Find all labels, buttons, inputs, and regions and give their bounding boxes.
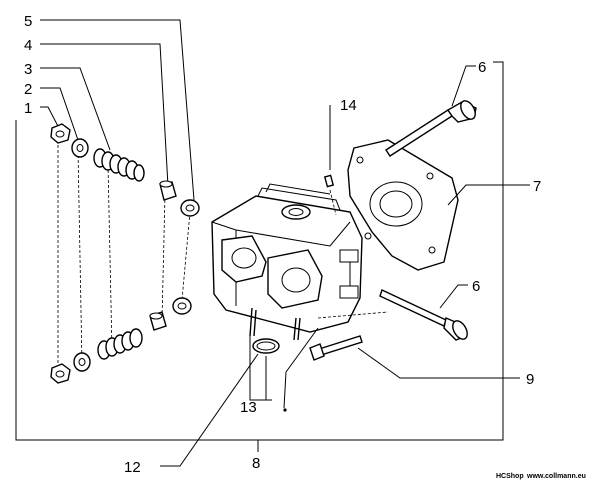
- axis-lines: [57, 140, 191, 375]
- dowel-pin: [323, 174, 337, 216]
- callout-2: 2: [24, 81, 32, 98]
- valve-upper: [385, 100, 477, 157]
- callout-5: 5: [24, 13, 32, 30]
- callout-6-lower: 6: [472, 278, 480, 295]
- valve-seal-bottom: [149, 311, 167, 331]
- o-ring: [252, 338, 280, 354]
- valve-cotter-top: [50, 123, 71, 144]
- valve-cotter-bottom: [50, 363, 71, 384]
- callout-12: 12: [124, 459, 141, 476]
- valve-spring-top: [93, 148, 145, 182]
- callout-8: 8: [252, 455, 260, 472]
- valve-seal-top: [159, 180, 177, 201]
- callout-7: 7: [533, 178, 541, 195]
- valve-spring-bottom: [97, 328, 143, 360]
- shop-watermark: HCShop www.collmann.eu: [496, 473, 586, 480]
- watermark-site: www.collmann.eu: [526, 473, 586, 480]
- callout-9: 9: [526, 371, 534, 388]
- spring-seat-top: [180, 199, 200, 217]
- spring-retainer-top: [71, 138, 89, 158]
- leader-lines-right: [160, 65, 530, 467]
- callout-13: 13: [240, 399, 257, 416]
- spring-seat-bottom: [172, 297, 192, 315]
- cylinder-head: [211, 183, 389, 341]
- callout-4: 4: [24, 37, 32, 54]
- callout-1: 1: [24, 100, 32, 117]
- valve-lower: [379, 289, 468, 341]
- watermark-shop: HCShop: [496, 473, 524, 480]
- assembly-frame: [15, 61, 504, 452]
- callout-6-upper: 6: [478, 59, 486, 76]
- leader-lines-left: [40, 19, 195, 201]
- callout-14: 14: [340, 97, 357, 114]
- head-bolt: [309, 335, 363, 361]
- spring-retainer-bottom: [73, 352, 91, 372]
- head-gasket: [347, 139, 459, 271]
- callout-3: 3: [24, 61, 32, 78]
- reference-dot: [283, 408, 287, 412]
